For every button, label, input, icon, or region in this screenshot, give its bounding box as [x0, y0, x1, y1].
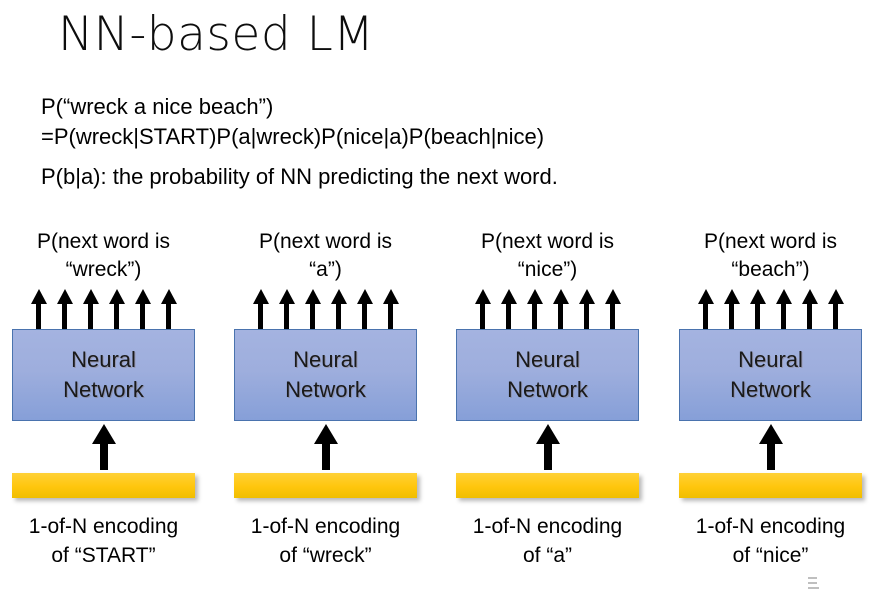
formula-line-1: P(“wreck a nice beach”) [41, 94, 274, 119]
encoding-caption-line2: of “wreck” [279, 544, 372, 567]
encoding-caption: 1-of-N encoding of “nice” [667, 512, 874, 570]
page-title: NN-based LM [58, 7, 375, 62]
up-arrow-icon [304, 289, 321, 329]
diagram-column-start: P(next word is “wreck”) Neural Network 1… [0, 228, 207, 570]
up-arrow-icon [330, 289, 347, 329]
up-arrow-icon [474, 289, 491, 329]
encoding-caption: 1-of-N encoding of “START” [0, 512, 207, 570]
input-arrow-row [0, 421, 207, 473]
output-probability-label: P(next word is “a”) [222, 228, 429, 286]
up-arrow-icon [278, 289, 295, 329]
up-arrow-icon [827, 289, 844, 329]
up-arrow-icon [526, 289, 543, 329]
neural-network-box: Neural Network [456, 329, 639, 421]
up-arrow-icon [578, 289, 595, 329]
up-arrow-icon [552, 289, 569, 329]
up-arrow-icon [56, 289, 73, 329]
up-arrow-icon [500, 289, 517, 329]
output-arrows [222, 286, 429, 329]
encoding-bar [679, 473, 862, 498]
encoding-caption-line2: of “a” [522, 544, 572, 567]
up-arrow-icon [749, 289, 766, 329]
diagram-column-wreck: P(next word is “a”) Neural Network 1-of-… [222, 228, 429, 570]
neural-network-box: Neural Network [12, 329, 195, 421]
formula-line-3: P(b|a): the probability of NN predicting… [41, 164, 558, 189]
encoding-caption-line1: 1-of-N encoding [695, 515, 846, 538]
output-arrows [0, 286, 207, 329]
encoding-caption-line2: of “START” [51, 544, 156, 567]
diagram-column-a: P(next word is “nice”) Neural Network 1-… [444, 228, 651, 570]
cursor-artifact [808, 576, 819, 589]
output-probability-label-line2: “wreck”) [65, 258, 142, 281]
output-probability-label-line2: “nice”) [517, 258, 578, 281]
neural-network-label-line2: Network [63, 377, 144, 402]
up-arrow-icon [313, 424, 338, 470]
encoding-caption: 1-of-N encoding of “a” [444, 512, 651, 570]
neural-network-label-line1: Neural [738, 347, 803, 372]
neural-network-label-line1: Neural [293, 347, 358, 372]
output-arrows [444, 286, 651, 329]
encoding-bar [234, 473, 417, 498]
up-arrow-icon [252, 289, 269, 329]
input-arrow-row [667, 421, 874, 473]
output-arrows [667, 286, 874, 329]
output-probability-label-line2: “a”) [309, 258, 342, 281]
up-arrow-icon [30, 289, 47, 329]
up-arrow-icon [697, 289, 714, 329]
output-probability-label: P(next word is “nice”) [444, 228, 651, 286]
neural-network-box: Neural Network [679, 329, 862, 421]
neural-network-label-line2: Network [507, 377, 588, 402]
up-arrow-icon [604, 289, 621, 329]
up-arrow-icon [134, 289, 151, 329]
neural-network-box: Neural Network [234, 329, 417, 421]
encoding-caption: 1-of-N encoding of “wreck” [222, 512, 429, 570]
output-probability-label-line1: P(next word is [480, 230, 615, 253]
up-arrow-icon [382, 289, 399, 329]
encoding-caption-line1: 1-of-N encoding [28, 515, 179, 538]
neural-network-label-line2: Network [285, 377, 366, 402]
input-arrow-row [444, 421, 651, 473]
encoding-bar [12, 473, 195, 498]
output-probability-label-line1: P(next word is [36, 230, 171, 253]
encoding-caption-line1: 1-of-N encoding [472, 515, 623, 538]
encoding-caption-line2: of “nice” [732, 544, 809, 567]
up-arrow-icon [775, 289, 792, 329]
input-arrow-row [222, 421, 429, 473]
formula-block: P(“wreck a nice beach”) =P(wreck|START)P… [41, 92, 841, 192]
neural-network-label-line1: Neural [71, 347, 136, 372]
neural-network-label-line1: Neural [515, 347, 580, 372]
up-arrow-icon [91, 424, 116, 470]
diagram-column-nice: P(next word is “beach”) Neural Network 1… [667, 228, 874, 570]
formula-line-2: =P(wreck|START)P(a|wreck)P(nice|a)P(beac… [41, 124, 545, 149]
up-arrow-icon [82, 289, 99, 329]
output-probability-label-line1: P(next word is [703, 230, 838, 253]
up-arrow-icon [108, 289, 125, 329]
diagram-columns: P(next word is “wreck”) Neural Network 1… [0, 228, 881, 611]
output-probability-label: P(next word is “wreck”) [0, 228, 207, 286]
output-probability-label: P(next word is “beach”) [667, 228, 874, 286]
neural-network-label-line2: Network [730, 377, 811, 402]
up-arrow-icon [801, 289, 818, 329]
output-probability-label-line1: P(next word is [258, 230, 393, 253]
up-arrow-icon [160, 289, 177, 329]
up-arrow-icon [758, 424, 783, 470]
up-arrow-icon [356, 289, 373, 329]
output-probability-label-line2: “beach”) [731, 258, 810, 281]
up-arrow-icon [723, 289, 740, 329]
encoding-bar [456, 473, 639, 498]
encoding-caption-line1: 1-of-N encoding [250, 515, 401, 538]
up-arrow-icon [535, 424, 560, 470]
